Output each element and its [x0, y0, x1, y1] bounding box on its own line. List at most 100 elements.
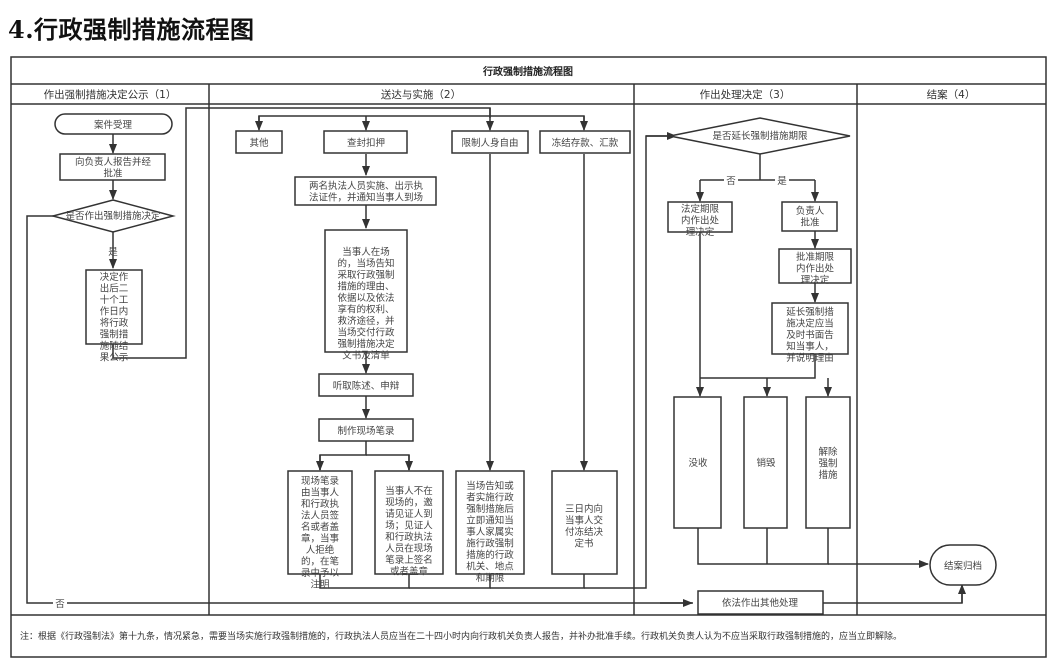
node-legal-period: 法定期限内作出处理决定 — [667, 201, 733, 238]
document-heading: 4.行政强制措施流程图 — [8, 15, 255, 44]
lane-header-2: 送达与实施（2） — [381, 88, 461, 101]
node-release: 解除强制措施 — [805, 396, 851, 529]
node-close-archive: 结案归档 — [929, 544, 997, 586]
node-label-line: 人员在现场 — [385, 543, 433, 555]
node-label-line: 批准 — [103, 168, 123, 180]
swimlane-frame — [10, 56, 1047, 658]
node-label-line: 场；见证人 — [385, 521, 433, 532]
node-label-line: 请见证人到 — [385, 508, 433, 520]
node-label-line: 现场的，邀 — [385, 497, 433, 509]
footnote: 注：根据《行政强制法》第十九条，情况紧急，需要当场实施行政强制措施的，行政执法人… — [20, 630, 902, 642]
node-label-line: 强制措施后 — [466, 503, 514, 515]
node-label-line: 事人家属实 — [466, 526, 514, 538]
node-freeze-deposit: 冻结存款、汇款 — [539, 130, 631, 154]
node-label-publicize: 决定作出后二十个工作日内将行政强制措施随结果公示 — [100, 271, 129, 364]
node-head-approve: 负责人批准 — [781, 201, 838, 232]
node-label-line: 作日内 — [100, 306, 129, 318]
node-label-line: 措施 — [818, 469, 838, 481]
node-label-line: 批准期限 — [796, 251, 835, 263]
node-label-line: 立即通知当 — [466, 515, 514, 527]
node-label-release: 解除强制措施 — [818, 446, 838, 481]
node-label-line: 听取陈述、申辩 — [333, 380, 400, 392]
node-label-line: 及时书面告 — [786, 329, 834, 341]
node-label-case-accept: 案件受理 — [94, 119, 133, 131]
node-report-approve: 向负责人报告并经批准 — [59, 153, 166, 181]
node-label-party-present: 当事人在场的，当场告知采取行政强制措施的理由、依据以及依法享有的权利、救济途径，… — [337, 246, 395, 362]
node-label-line: 享有的权利、 — [337, 304, 394, 316]
node-label-line: 和期限 — [476, 573, 505, 584]
node-label-line: 冻结存款、汇款 — [552, 137, 619, 149]
node-label-line: 限制人身自由 — [461, 137, 518, 149]
node-label-line: 向负责人报告并经 — [75, 156, 152, 168]
node-label-line: 施随结 — [100, 340, 129, 352]
node-publicize: 决定作出后二十个工作日内将行政强制措施随结果公示 — [85, 269, 143, 364]
node-confiscate: 没收 — [673, 396, 722, 529]
node-make-record: 制作现场笔录 — [318, 418, 414, 442]
node-label-make-record: 制作现场笔录 — [337, 425, 395, 437]
node-label-line: 或者盖章 — [390, 566, 429, 578]
node-label-close-archive: 结案归档 — [944, 560, 982, 572]
node-label-line: 负责人 — [796, 205, 825, 217]
node-approved-period: 批准期限内作出处理决定 — [778, 248, 852, 286]
node-label-line: 机关、地点 — [466, 561, 514, 573]
lane-header-1: 作出强制措施决定公示（1） — [44, 88, 177, 101]
node-label-line: 法定期限 — [681, 203, 720, 215]
node-label-line: 由当事人 — [301, 487, 340, 499]
node-label-decide-measure: 是否作出强制措施决定 — [65, 210, 161, 222]
node-label-line: 当事人交 — [565, 515, 604, 527]
node-label-party-absent: 当事人不在现场的，邀请见证人到场；见证人和行政执法人员在现场笔录上签名或者盖章 — [385, 485, 433, 578]
node-label-line: 并说明理由 — [786, 352, 834, 364]
node-label-line: 案件受理 — [94, 119, 133, 131]
node-label-line: 当事人不在 — [385, 485, 433, 497]
node-label-extend-period: 是否延长强制措施期限 — [712, 130, 808, 142]
node-label-line: 十个工 — [100, 294, 129, 306]
connectors — [26, 107, 966, 607]
node-label-other: 其他 — [249, 137, 269, 149]
node-label-line: 出后二 — [100, 283, 129, 295]
node-two-officers: 两名执法人员实施、出示执法证件，并通知当事人到场 — [294, 176, 437, 206]
node-label-line: 措施的行政 — [466, 549, 514, 561]
node-label-line: 笔录上签名 — [385, 554, 433, 566]
node-label-line: 当场告知或 — [466, 480, 514, 492]
node-label-restrict-freedom: 限制人身自由 — [461, 137, 518, 149]
node-case-accept: 案件受理 — [54, 113, 173, 135]
node-label-line: 的，在笔 — [301, 556, 339, 568]
node-label-line: 现场笔录 — [301, 475, 340, 487]
node-label-line: 制作现场笔录 — [337, 425, 395, 437]
node-label-line: 强制措 — [100, 329, 129, 341]
node-label-line: 果公示 — [100, 353, 129, 364]
node-label-notify-family: 当场告知或者实施行政强制措施后立即通知当事人家属实施行政强制措施的行政机关、地点… — [466, 480, 514, 584]
node-label-line: 采取行政强制 — [337, 269, 394, 281]
node-label-line: 内作出处 — [796, 263, 835, 275]
node-label-extend-notify: 延长强制措施决定应当及时书面告知当事人，并说明理由 — [786, 306, 834, 364]
node-label-line: 当场交付行政 — [337, 327, 395, 339]
node-label-line: 是否延长强制措施期限 — [712, 130, 808, 142]
node-label-line: 查封扣押 — [347, 137, 385, 149]
node-party-absent: 当事人不在现场的，邀请见证人到场；见证人和行政执法人员在现场笔录上签名或者盖章 — [374, 470, 444, 578]
node-label-line: 结案归档 — [944, 560, 982, 572]
node-label-line: 将行政 — [100, 317, 129, 329]
node-label-line: 两名执法人员实施、出示执 — [309, 180, 424, 192]
node-label-freeze-deposit: 冻结存款、汇款 — [552, 137, 619, 149]
node-other: 其他 — [235, 130, 283, 154]
node-label-line: 批准 — [800, 217, 820, 229]
node-label-line: 内作出处 — [681, 215, 720, 227]
node-label-line: 注明 — [310, 579, 329, 591]
node-label-line: 救济途径，并 — [337, 315, 395, 327]
node-party-present: 当事人在场的，当场告知采取行政强制措施的理由、依据以及依法享有的权利、救济途径，… — [324, 229, 408, 362]
lane-header-4: 结案（4） — [927, 88, 976, 101]
node-label-line: 的，当场告知 — [337, 258, 394, 270]
node-label-confiscate: 没收 — [688, 457, 708, 469]
node-label-line: 章，当事 — [301, 533, 340, 545]
lane-header-3: 作出处理决定（3） — [700, 88, 791, 101]
node-label-two-officers: 两名执法人员实施、出示执法证件，并通知当事人到场 — [309, 180, 424, 204]
node-label-head-approve: 负责人批准 — [796, 205, 825, 229]
node-label-report-approve: 向负责人报告并经批准 — [75, 156, 152, 180]
node-freeze-notice: 三日内向当事人交付冻结决定书 — [551, 470, 618, 575]
node-label-line: 强制措施决定 — [337, 338, 395, 350]
node-hear-statement: 听取陈述、申辩 — [318, 373, 414, 397]
node-label-freeze-notice: 三日内向当事人交付冻结决定书 — [565, 503, 604, 550]
node-label-line: 决定作 — [100, 271, 129, 283]
node-restrict-freedom: 限制人身自由 — [451, 130, 529, 154]
node-label-seal-seize: 查封扣押 — [347, 137, 385, 149]
